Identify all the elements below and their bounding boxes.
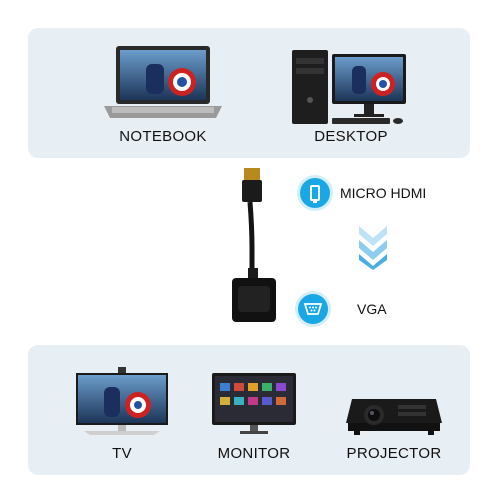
bottom-device-panel: TV MONITOR PROJECTOR [28, 345, 470, 475]
hdmi-port-icon [300, 178, 330, 208]
double-chevron-down-icon [359, 226, 387, 270]
desktop-label: DESKTOP [314, 128, 388, 145]
notebook-label: NOTEBOOK [119, 128, 207, 145]
notebook-image [104, 46, 222, 118]
micro-hdmi-label: MICRO HDMI [340, 185, 427, 201]
monitor-image [212, 373, 296, 434]
projector-image [346, 399, 442, 435]
top-device-panel: NOTEBOOK DESKTOP [28, 28, 470, 158]
vga-port-icon [298, 294, 328, 324]
tv-label: TV [112, 445, 132, 462]
monitor-label: MONITOR [217, 445, 291, 462]
adapter-cable-image [232, 168, 276, 322]
tv-image [76, 367, 168, 435]
desktop-image [292, 50, 406, 124]
vga-label: VGA [357, 301, 387, 317]
projector-label: PROJECTOR [346, 445, 442, 462]
